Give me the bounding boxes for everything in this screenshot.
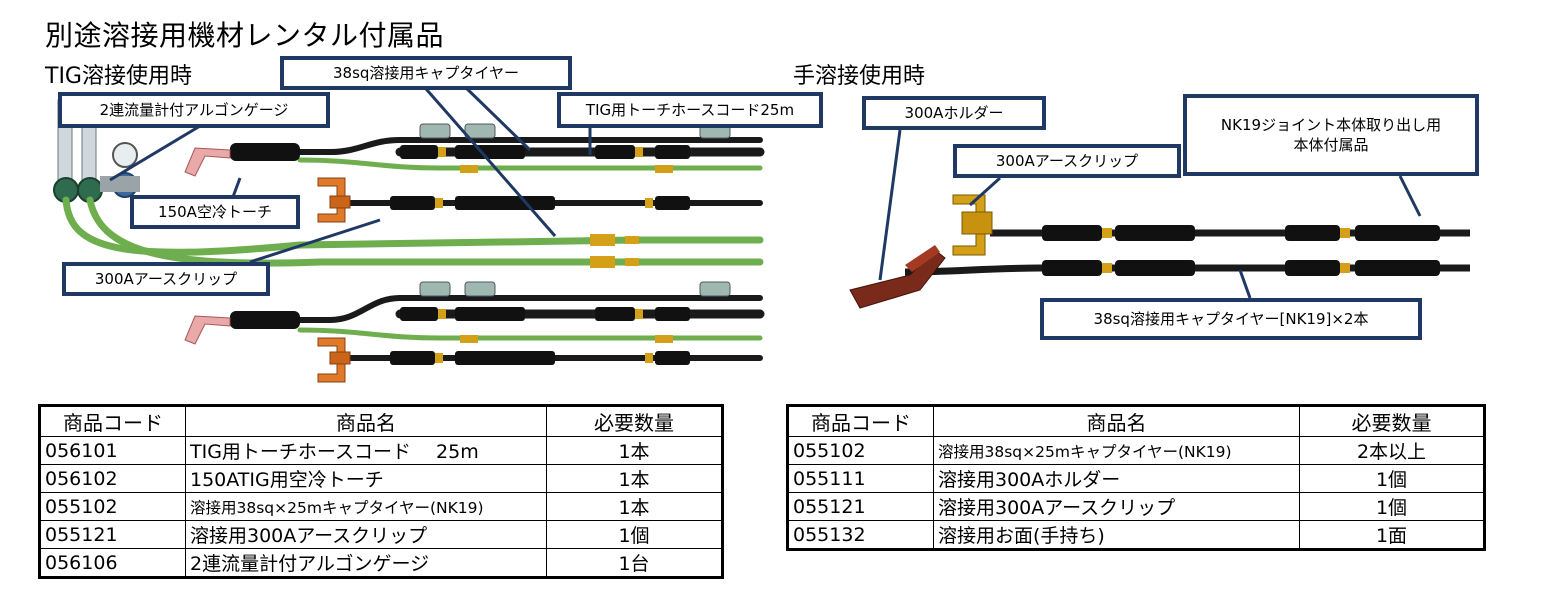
- cell-name: 溶接用38sq×25mキャプタイヤー(NK19): [185, 492, 547, 521]
- table-row: 055102 溶接用38sq×25mキャプタイヤー(NK19) 2本以上: [787, 436, 1485, 465]
- table-row: 055102 溶接用38sq×25mキャプタイヤー(NK19) 1本: [39, 492, 723, 521]
- column-header-code: 商品コード: [787, 405, 934, 437]
- tig-clip-image: [317, 177, 351, 383]
- cell-qty: 1本: [546, 436, 723, 465]
- callout-manual-clip: 300Aアースクリップ: [953, 144, 1181, 178]
- cell-qty: 2本以上: [1299, 436, 1485, 465]
- callout-cabtire: 38sq溶接用キャプタイヤー: [280, 56, 572, 90]
- cell-code: 055102: [39, 492, 186, 521]
- table-row: 055121 溶接用300Aアースクリップ 1個: [39, 520, 723, 549]
- manual-heading: 手溶接使用時: [793, 64, 926, 89]
- table-row: 055132 溶接用お面(手持ち) 1面: [787, 520, 1485, 550]
- cell-qty: 1個: [1299, 464, 1485, 493]
- callout-torch-hose: TIG用トーチホースコード25m: [557, 92, 823, 128]
- column-header-qty: 必要数量: [546, 405, 723, 437]
- table-header-row: 商品コード 商品名 必要数量: [787, 405, 1485, 437]
- cell-name: 溶接用300Aアースクリップ: [933, 492, 1300, 521]
- cell-qty: 1本: [546, 464, 723, 493]
- callout-holder: 300Aホルダー: [862, 96, 1046, 130]
- column-header-qty: 必要数量: [1299, 405, 1485, 437]
- cell-qty: 1個: [546, 520, 723, 549]
- cell-code: 056101: [39, 436, 186, 465]
- callout-nk19-line2: 本体付属品: [1293, 136, 1369, 154]
- table-row: 056102 150ATIG用空冷トーチ 1本: [39, 464, 723, 493]
- cell-qty: 1面: [1299, 520, 1485, 550]
- column-header-code: 商品コード: [39, 405, 186, 437]
- tig-parts-table: 商品コード 商品名 必要数量 056101 TIG用トーチホースコード 25m …: [38, 404, 724, 579]
- cell-name: 150ATIG用空冷トーチ: [185, 464, 547, 493]
- callout-manual-cabtire: 38sq溶接用キャプタイヤー[NK19]×2本: [1040, 298, 1422, 340]
- cell-name: 2連流量計付アルゴンゲージ: [185, 548, 547, 578]
- cell-code: 055121: [39, 520, 186, 549]
- manual-clip-image: [952, 194, 993, 256]
- callout-tig-torch: 150A空冷トーチ: [130, 195, 300, 229]
- column-header-name: 商品名: [185, 405, 547, 437]
- callout-nk19-line1: NK19ジョイント本体取り出し用: [1220, 116, 1442, 134]
- cell-name: 溶接用300Aホルダー: [933, 464, 1300, 493]
- cell-code: 055102: [787, 436, 934, 465]
- cell-code: 056102: [39, 464, 186, 493]
- cell-name: 溶接用38sq×25mキャプタイヤー(NK19): [933, 436, 1300, 465]
- cell-qty: 1個: [1299, 492, 1485, 521]
- cell-code: 055132: [787, 520, 934, 550]
- callout-argon-gauge: 2連流量計付アルゴンゲージ: [58, 92, 330, 128]
- tig-torch-image: [184, 143, 300, 345]
- holder-image: [849, 245, 946, 309]
- table-row: 056106 2連流量計付アルゴンゲージ 1台: [39, 548, 723, 578]
- callout-nk19: NK19ジョイント本体取り出し用 本体付属品: [1183, 94, 1479, 176]
- cell-code: 056106: [39, 548, 186, 578]
- cell-name: 溶接用お面(手持ち): [933, 520, 1300, 550]
- callout-tig-clip: 300Aアースクリップ: [62, 262, 270, 296]
- table-row: 055121 溶接用300Aアースクリップ 1個: [787, 492, 1485, 521]
- table-row: 056101 TIG用トーチホースコード 25m 1本: [39, 436, 723, 465]
- cell-qty: 1台: [546, 548, 723, 578]
- cell-code: 055121: [787, 492, 934, 521]
- cell-name: TIG用トーチホースコード 25m: [185, 436, 547, 465]
- table-row: 055111 溶接用300Aホルダー 1個: [787, 464, 1485, 493]
- page-title: 別途溶接用機材レンタル付属品: [45, 19, 445, 52]
- manual-parts-table: 商品コード 商品名 必要数量 055102 溶接用38sq×25mキャプタイヤー…: [786, 404, 1486, 551]
- cell-code: 055111: [787, 464, 934, 493]
- cell-name: 溶接用300Aアースクリップ: [185, 520, 547, 549]
- tig-heading: TIG溶接使用時: [45, 64, 192, 89]
- table-header-row: 商品コード 商品名 必要数量: [39, 405, 723, 437]
- column-header-name: 商品名: [933, 405, 1300, 437]
- cell-qty: 1本: [546, 492, 723, 521]
